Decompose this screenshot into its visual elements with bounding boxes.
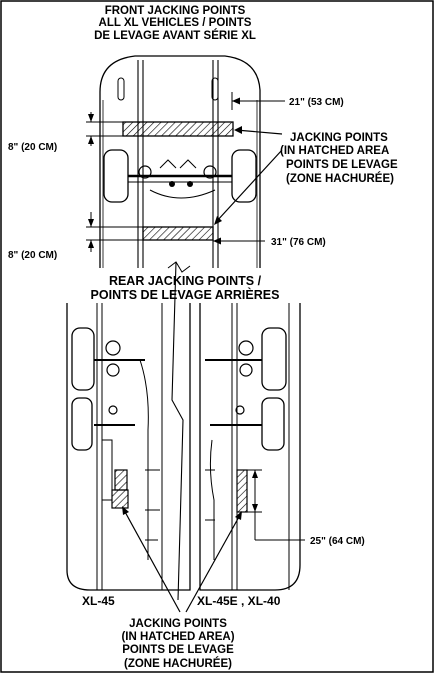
front-jacking-area-lower (142, 226, 214, 241)
front-height-upper-label: 8" (20 CM) (8, 142, 57, 153)
front-height-upper-dimension: 8" (20 CM) (8, 112, 123, 153)
rear-vehicle-xl45 (66, 303, 191, 591)
front-jacking-area-upper (122, 121, 234, 137)
front-height-lower-dimension: 8" (20 CM) (8, 212, 143, 261)
front-title: FRONT JACKING POINTS ALL XL VEHICLES / P… (94, 5, 256, 42)
model-label-xl45e-xl40: XL-45E , XL-40 (197, 594, 281, 608)
front-title-line-1: FRONT JACKING POINTS (105, 5, 246, 17)
front-callout-line-2: (IN HATCHED AREA (280, 145, 389, 157)
rear-vehicle-xl45e-xl40 (199, 303, 301, 591)
rear-title-line-2: POINTS DE LEVAGE ARRIÈRES (91, 287, 280, 302)
front-width-top-dimension: 21" (53 CM) (231, 92, 344, 110)
rear-callout-line-1: JACKING POINTS (129, 618, 227, 630)
model-label-xl45: XL-45 (82, 594, 115, 608)
rear-xl45-jacking-area-upper (114, 469, 128, 491)
front-callout: JACKING POINTS (IN HATCHED AREA POINTS D… (214, 126, 398, 225)
front-callout-line-3: POINTS DE LEVAGE (286, 159, 398, 171)
rear-callout-line-2: (IN HATCHED AREA) (121, 631, 234, 643)
break-line (171, 261, 184, 601)
front-right-wheel (231, 149, 257, 203)
rear-callout-arrows (122, 506, 242, 613)
front-callout-line-4: (ZONE HACHURÉE) (286, 172, 394, 185)
rear-callout-line-3: POINTS DE LEVAGE (122, 644, 234, 656)
front-title-line-2: ALL XL VEHICLES / POINTS (99, 17, 252, 29)
front-width-bottom-dimension: 31" (76 CM) (212, 236, 326, 248)
front-height-lower-label: 8" (20 CM) (8, 250, 57, 261)
rear-title-line-1: REAR JACKING POINTS / (109, 274, 262, 288)
rear-callout-line-4: (ZONE HACHURÉE) (124, 657, 232, 670)
rear-xl45e-jacking-area (236, 469, 248, 513)
front-width-bottom-label: 31" (76 CM) (271, 237, 326, 248)
front-title-line-3: DE LEVAGE AVANT SÉRIE XL (94, 29, 256, 42)
rear-title: REAR JACKING POINTS / POINTS DE LEVAGE A… (91, 274, 280, 302)
rear-xl45-jacking-area-lower (111, 489, 129, 509)
rear-length-label: 25" (64 CM) (310, 536, 365, 547)
front-width-top-label: 21" (53 CM) (289, 97, 344, 108)
front-callout-line-1: JACKING POINTS (290, 132, 388, 144)
rear-callout: JACKING POINTS (IN HATCHED AREA) POINTS … (121, 618, 234, 670)
front-vehicle-drawing (99, 55, 261, 273)
front-left-wheel (103, 149, 129, 203)
rear-length-dimension: 25" (64 CM) (244, 469, 365, 547)
